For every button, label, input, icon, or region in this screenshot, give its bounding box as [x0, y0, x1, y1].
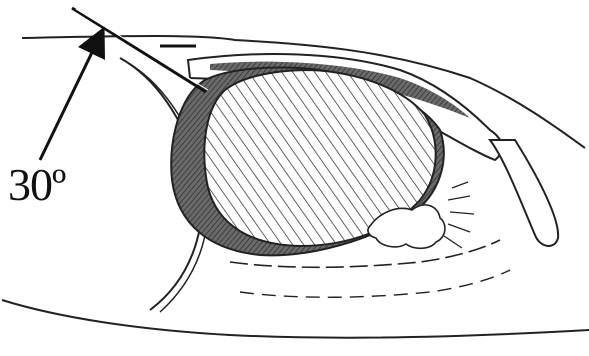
lower-body-outline [2, 300, 589, 338]
radiating-lines [444, 182, 474, 248]
angle-label: 30º [8, 162, 65, 208]
segmented-line-lower [240, 270, 510, 297]
needle-highlight [76, 9, 208, 90]
right-bone [490, 140, 558, 246]
angle-arrow [40, 40, 98, 160]
